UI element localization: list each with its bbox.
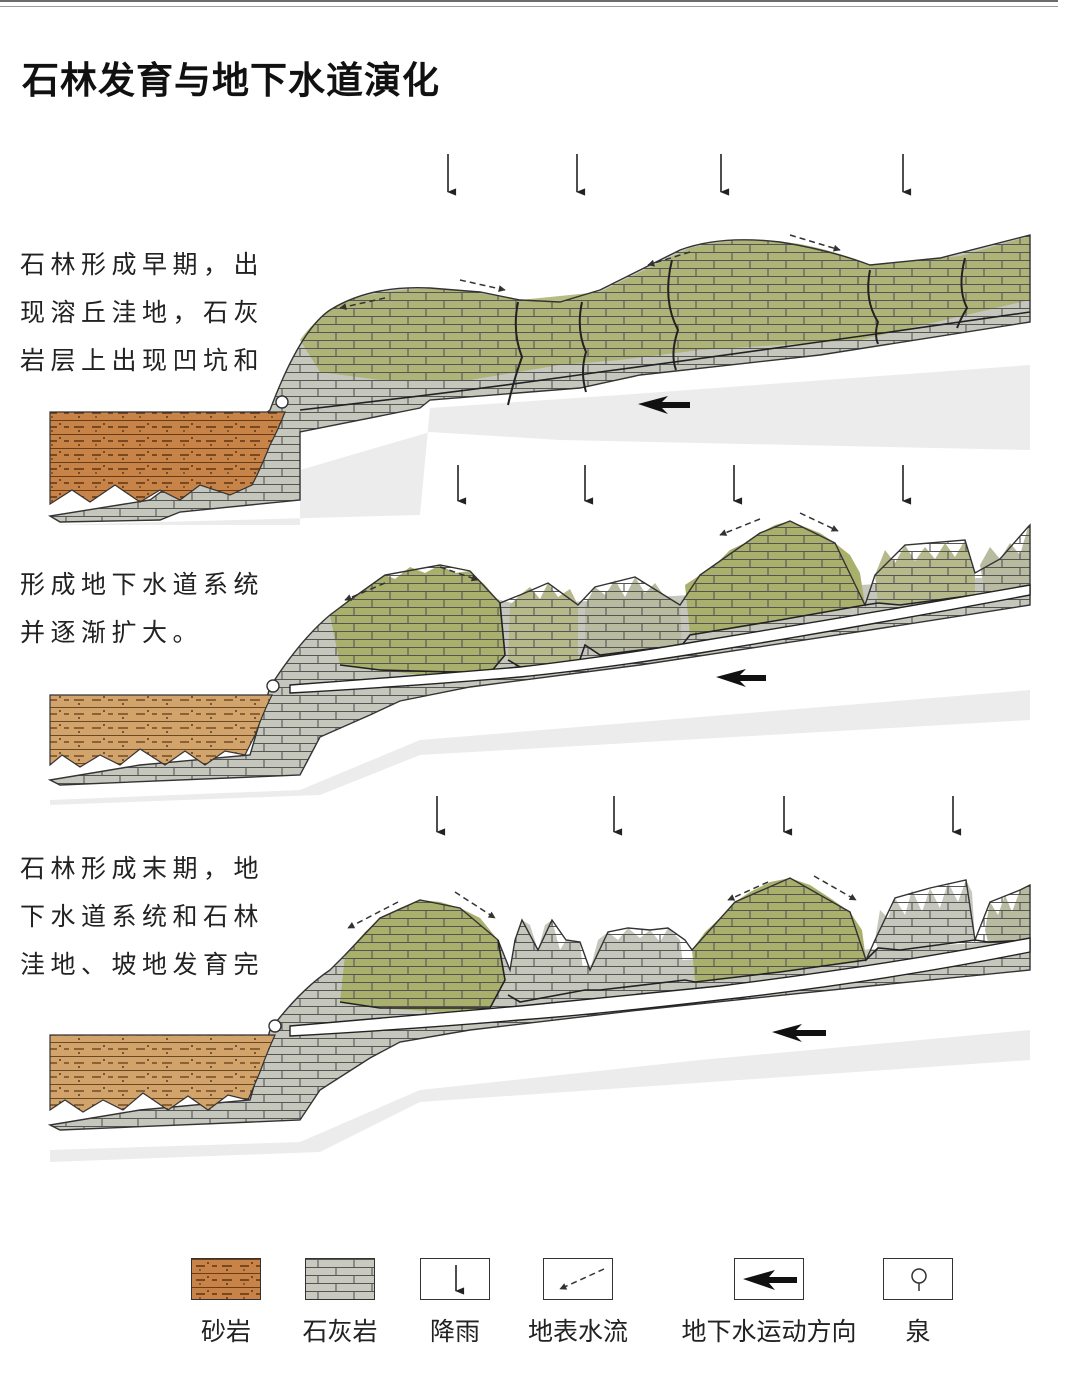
spring-icon (276, 396, 288, 408)
legend-item-groundwater-direction: 地下水运动方向 (664, 1258, 874, 1348)
page-title: 石林发育与地下水道演化 (22, 50, 440, 104)
spring-icon (269, 1020, 281, 1032)
groundwater-direction-icon (772, 1024, 826, 1042)
legend-item-sandstone: 砂岩 (188, 1258, 264, 1348)
legend-label: 降雨 (417, 1312, 493, 1348)
stage-2-diagram (0, 455, 1080, 815)
spring-icon (267, 680, 279, 692)
legend: 砂岩 石灰岩 降雨 地表水流 地下水运动方向 泉 (0, 1258, 1080, 1358)
surface-runoff-icon (720, 519, 760, 535)
surface-runoff-icon (460, 280, 505, 290)
legend-item-limestone: 石灰岩 (300, 1258, 380, 1348)
rainfall-arrow-icon (420, 1258, 490, 1300)
groundwater-direction-icon (734, 1258, 804, 1300)
legend-label: 泉 (880, 1312, 956, 1348)
legend-item-spring: 泉 (880, 1258, 956, 1348)
legend-label: 石灰岩 (300, 1312, 380, 1348)
legend-label: 砂岩 (188, 1312, 264, 1348)
spring-icon (883, 1258, 953, 1300)
limestone-swatch (305, 1258, 375, 1300)
legend-item-rainfall: 降雨 (417, 1258, 493, 1348)
top-rule (0, 0, 1058, 2)
groundwater-direction-icon (716, 669, 766, 687)
legend-label: 地表水流 (518, 1312, 638, 1348)
top-rule-thin (0, 6, 1058, 7)
sandstone-swatch (191, 1258, 261, 1300)
surface-runoff-icon (543, 1258, 613, 1300)
legend-item-surface-runoff: 地表水流 (518, 1258, 638, 1348)
stage-3-diagram (0, 790, 1080, 1180)
legend-label: 地下水运动方向 (664, 1312, 874, 1348)
